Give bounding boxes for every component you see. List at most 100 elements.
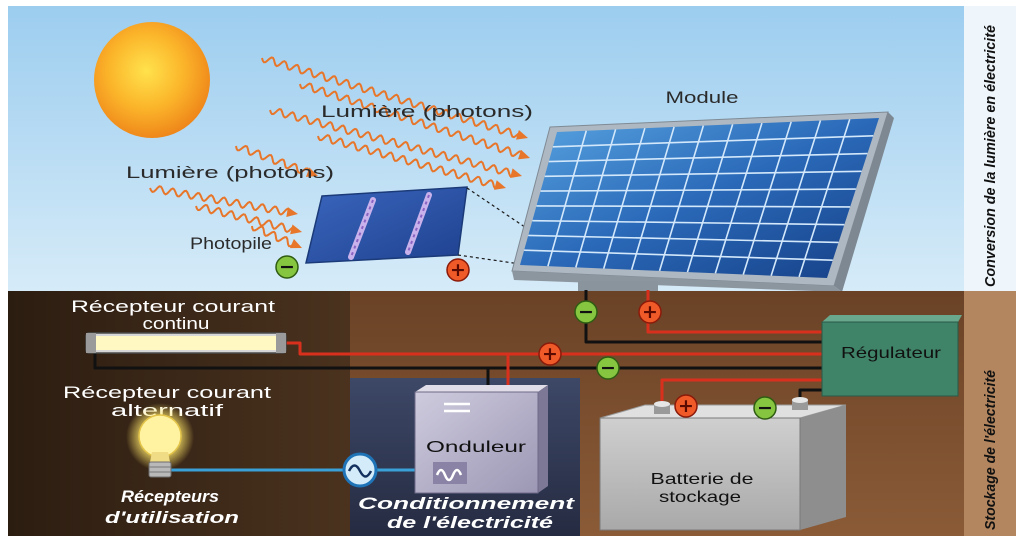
light-rays <box>149 56 530 249</box>
tube-cap-right <box>276 333 286 353</box>
negative-badge-sign: − <box>279 256 295 278</box>
ac-receiver-label-line1: Récepteur courant <box>63 383 271 402</box>
light-ray-arrowhead <box>516 130 528 140</box>
storage-caption-strip <box>964 291 1016 536</box>
regulator-front-face <box>821 321 959 397</box>
inverter-label: Onduleur <box>426 439 527 456</box>
light-ray-arrowhead <box>518 149 530 160</box>
positive-badge-circle <box>538 342 562 366</box>
light-ray-arrow-icon <box>235 144 318 177</box>
conditioning-group-label-line2: de l'électricité <box>387 513 553 532</box>
module-cell-divider <box>536 205 851 208</box>
dc-receiver-label-line1: Récepteur courant <box>71 297 275 316</box>
photocell-busbar-texture <box>350 199 374 258</box>
battery-side-face <box>800 405 846 530</box>
bulb-glass <box>138 414 182 458</box>
negative-badge-circle <box>596 356 620 380</box>
zoom-guide-line <box>457 254 542 268</box>
negative-terminal-badge: − <box>275 255 299 279</box>
positive-terminal-badge: + <box>446 258 470 282</box>
module-label: Module <box>666 88 739 107</box>
light-ray-wave <box>235 144 311 174</box>
light-ray-wave <box>149 185 290 216</box>
module-cell-divider <box>540 188 856 192</box>
tube-cap-left <box>86 333 96 353</box>
module-cell-divider <box>714 122 763 274</box>
positive-terminal-badge: + <box>638 300 662 324</box>
module-cell-divider <box>548 152 868 163</box>
positive-badge-circle <box>638 300 662 324</box>
light-ray-arrowhead <box>286 207 298 217</box>
positive-badge-sign: + <box>450 259 466 281</box>
light-ray-arrowhead <box>290 224 302 235</box>
photocell-busbar-texture <box>407 194 430 253</box>
negative-terminal-badge: − <box>596 356 620 380</box>
positive-badge-sign: + <box>642 301 658 323</box>
light-ray-arrowhead <box>510 168 522 178</box>
light-ray-arrowhead <box>306 167 318 177</box>
tube-glow <box>96 336 276 350</box>
negative-badge-circle <box>574 300 598 324</box>
positive-terminal-badge: + <box>674 394 698 418</box>
positive-terminal-badge: + <box>538 342 562 366</box>
module-cell-divider <box>602 127 646 269</box>
light-label-lower: Lumière (photons) <box>126 163 334 182</box>
module-junction-box <box>578 281 658 291</box>
storage-battery: Batterie de stockage <box>599 397 847 531</box>
ac-sine-wave-icon <box>342 452 378 488</box>
terminal-cap <box>792 397 808 403</box>
module-cell-divider <box>630 126 675 270</box>
light-ray-arrow-icon <box>261 56 528 140</box>
dc-equals-icon <box>444 402 470 413</box>
light-ray-wave <box>195 203 294 234</box>
module-cell-divider <box>575 129 617 268</box>
light-conversion-section: Lumière (photons) Lumière (photons) Modu… <box>8 6 1016 292</box>
ac-symbol-wave <box>347 464 373 478</box>
storage-section: Récepteur courant continu Récepteur cour… <box>8 290 1016 536</box>
battery-positive-wire <box>660 378 822 404</box>
light-label-upper: Lumière (photons) <box>321 102 533 121</box>
ac-wave-icon <box>433 462 467 484</box>
module-cell-divider <box>532 219 845 226</box>
light-ray-wave <box>251 225 294 248</box>
module-cell-grid <box>524 119 874 278</box>
positive-badge-circle <box>674 394 698 418</box>
conversion-section-label: Conversion de la lumière en électricité <box>982 25 999 287</box>
light-ray-arrow-icon <box>195 203 302 235</box>
storage-section-label: Stockage de l'électricité <box>982 370 999 530</box>
negative-badge-circle <box>275 255 299 279</box>
module-cell-divider <box>686 124 734 273</box>
battery-positive-terminal <box>654 401 670 414</box>
terminal-post <box>792 400 808 410</box>
negative-badge-circle <box>753 396 777 420</box>
battery-negative-wire <box>798 388 822 400</box>
light-ray-arrow-icon <box>251 225 302 249</box>
battery-label-line2: stockage <box>659 489 741 506</box>
module-frame-side <box>834 112 894 292</box>
regulator-label: Régulateur <box>841 345 942 362</box>
bulb-base <box>148 461 172 478</box>
inverter-side-face <box>538 385 548 493</box>
regulator-top-face <box>822 315 962 322</box>
positive-badge-circle <box>446 258 470 282</box>
inverter-top-face <box>415 385 548 392</box>
terminal-cap <box>654 401 670 407</box>
module-cell-divider <box>528 234 839 244</box>
module-cell-divider <box>658 125 705 272</box>
battery-label-line1: Batterie de <box>651 471 754 488</box>
negative-badge-sign: − <box>757 397 773 419</box>
module-cell-divider <box>770 120 822 276</box>
light-ray-arrow-icon <box>269 108 522 178</box>
usage-group-label-line1: Récepteurs <box>121 487 219 506</box>
light-ray-wave <box>317 134 497 190</box>
negative-terminal-badge: − <box>753 396 777 420</box>
light-ray-wave <box>261 56 521 139</box>
light-ray-arrowhead <box>289 239 302 249</box>
usage-group-label-line2: d'utilisation <box>105 508 239 527</box>
photocell-label: Photopile <box>190 234 272 253</box>
solar-module <box>511 111 894 292</box>
ac-wave-backdrop <box>433 462 467 484</box>
inverter: Onduleur <box>414 385 548 494</box>
negative-badge-sign: − <box>600 357 616 379</box>
